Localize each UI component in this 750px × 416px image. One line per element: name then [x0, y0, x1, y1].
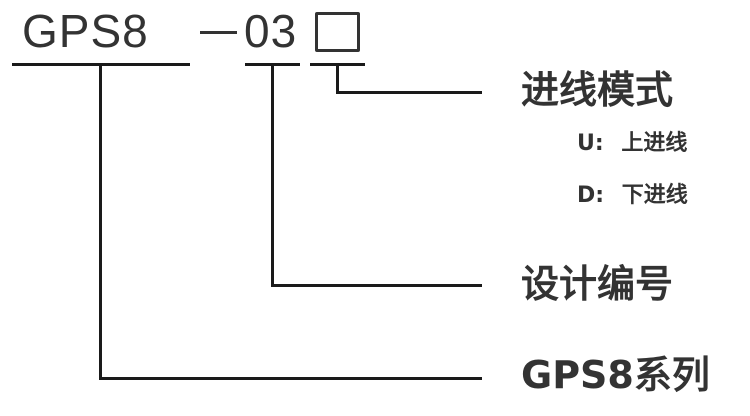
mode-option-down: D: 下进线 [577, 182, 688, 210]
design-connector-horizontal [271, 284, 482, 287]
series-code: GPS8 [22, 5, 149, 57]
separator-dash [200, 31, 237, 34]
mode-connector-vertical [336, 64, 339, 94]
series-connector-horizontal [99, 377, 482, 380]
mode-connector-horizontal [336, 91, 482, 94]
series-title: GPS8系列 [521, 353, 710, 397]
mode-placeholder-box [315, 12, 360, 52]
mode-option-up: U: 上进线 [577, 130, 687, 158]
mode-option-label: 上进线 [621, 131, 688, 156]
design-title: 设计编号 [521, 262, 674, 306]
mode-title: 进线模式 [521, 68, 674, 112]
series-connector-vertical [99, 64, 102, 380]
design-number-code: 03 [244, 5, 298, 57]
mode-option-code: U: [577, 131, 604, 156]
design-connector-vertical [271, 64, 274, 287]
mode-option-code: D: [577, 183, 605, 208]
mode-option-label: 下进线 [621, 183, 688, 208]
